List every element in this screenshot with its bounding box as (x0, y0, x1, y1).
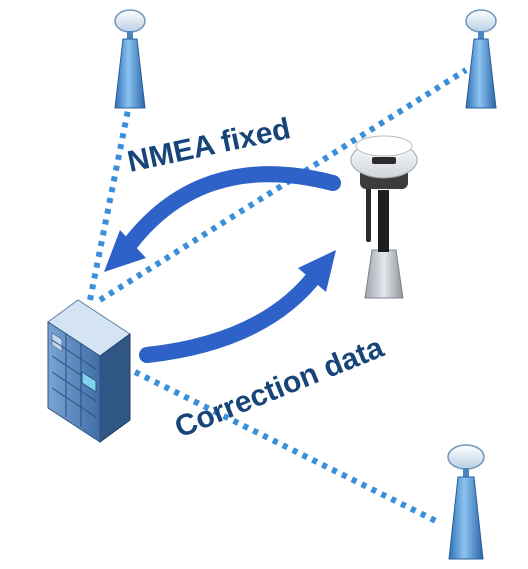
server-rack-icon (47, 299, 131, 443)
reference-station-icon (114, 9, 146, 109)
reference-station-icon (465, 9, 497, 109)
arrow-correction (139, 250, 336, 363)
arrow-nmea (104, 166, 341, 272)
link-server-to-station-top-right (98, 67, 468, 303)
link-server-to-station-top-left (87, 109, 131, 301)
reference-station-icon (447, 444, 485, 560)
gnss-receiver-icon (350, 135, 418, 299)
link-server-to-station-bottom-right (133, 369, 440, 525)
network-links (87, 67, 468, 525)
